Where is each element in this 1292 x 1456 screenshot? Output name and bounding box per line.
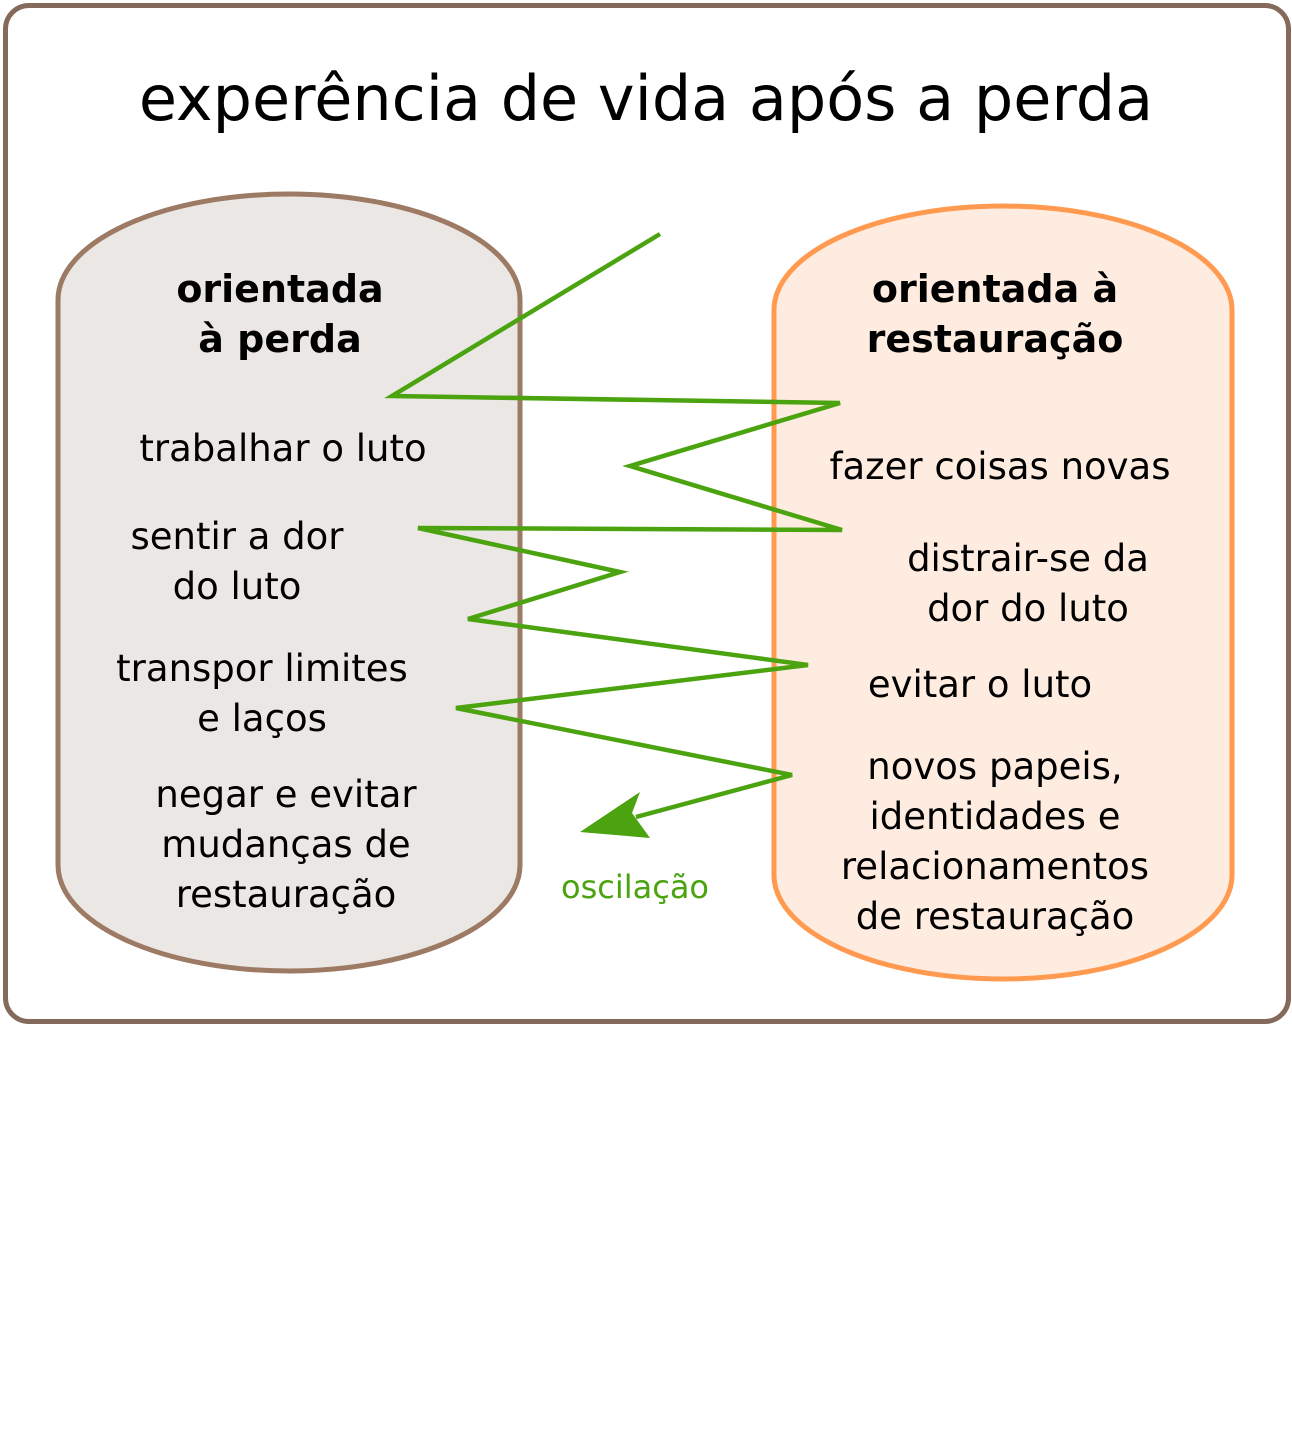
loss-item-bonds: transpor limites e laços xyxy=(116,647,408,740)
loss-item-feel-pain: sentir a dor do luto xyxy=(130,515,344,608)
restoration-orientation-heading: orientada à restauração xyxy=(866,267,1124,361)
diagram-frame xyxy=(3,3,1291,1024)
loss-orientation-heading: orientada à perda xyxy=(176,267,384,361)
restoration-item-avoid-grief: evitar o luto xyxy=(867,663,1093,706)
loss-item-grief-work: trabalhar o luto xyxy=(139,427,427,470)
restoration-orientation-capsule xyxy=(771,203,1235,982)
restoration-item-distraction: distrair-se da dor do luto xyxy=(907,537,1149,630)
oscillation-arrowhead xyxy=(580,792,650,838)
restoration-item-new-things: fazer coisas novas xyxy=(829,445,1171,488)
restoration-item-new-roles: novos papeis, identidades e relacionamen… xyxy=(840,745,1150,938)
oscillation-label: oscilação xyxy=(560,868,709,906)
oscillation-zigzag xyxy=(384,232,843,820)
loss-item-deny-changes: negar e evitar mudanças de restauração xyxy=(155,773,417,916)
diagram-title: experência de vida após a perda xyxy=(138,62,1154,135)
